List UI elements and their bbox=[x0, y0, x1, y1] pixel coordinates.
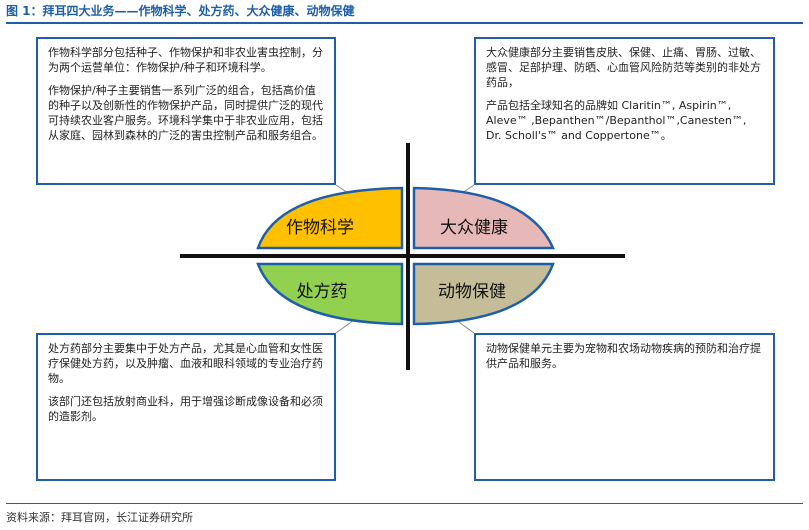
pharmaceuticals-label: 处方药 bbox=[296, 282, 348, 302]
crop-science-paragraph: 作物科学部分包括种子、作物保护和非农业害虫控制，分为两个运营单位：作物保护/种子… bbox=[48, 46, 323, 74]
consumer-health-paragraph: 产品包括全球知名的品牌如 Claritin™, Aspirin™, Aleve™… bbox=[486, 99, 747, 142]
consumer-health-label: 大众健康 bbox=[440, 218, 508, 238]
consumer-health-paragraph: 大众健康部分主要销售皮肤、保健、止痛、胃肠、过敏、感冒、足部护理、防晒、心血管风… bbox=[486, 46, 761, 89]
crop-science-description-box: 作物科学部分包括种子、作物保护和非农业害虫控制，分为两个运营单位：作物保护/种子… bbox=[36, 37, 336, 185]
footer-divider bbox=[6, 503, 803, 504]
consumer-health-shape bbox=[412, 186, 555, 250]
crop-science-label: 作物科学 bbox=[286, 218, 354, 238]
crop-science-paragraph: 作物保护/种子主要销售一系列广泛的组合，包括高价值的种子以及创新性的作物保护产品… bbox=[48, 84, 323, 142]
consumer-health-description-box: 大众健康部分主要销售皮肤、保健、止痛、胃肠、过敏、感冒、足部护理、防晒、心血管风… bbox=[474, 37, 775, 185]
source-note: 资料来源：拜耳官网，长江证券研究所 bbox=[6, 511, 193, 524]
pharmaceuticals-paragraph: 处方药部分主要集中于处方产品，尤其是心血管和女性医疗保健处方药，以及肿瘤、血液和… bbox=[48, 342, 323, 385]
pharmaceuticals-paragraph: 该部门还包括放射商业科，用于增强诊断成像设备和必须的造影剂。 bbox=[48, 395, 323, 423]
crop-science-shape bbox=[256, 186, 404, 250]
animal-health-label: 动物保健 bbox=[438, 282, 506, 302]
animal-health-paragraph: 动物保健单元主要为宠物和农场动物疾病的预防和治疗提供产品和服务。 bbox=[486, 342, 761, 370]
animal-health-shape bbox=[412, 262, 555, 326]
pharmaceuticals-shape bbox=[256, 262, 404, 326]
figure-title: 图 1：拜耳四大业务——作物科学、处方药、大众健康、动物保健 bbox=[6, 4, 355, 18]
animal-health-description-box: 动物保健单元主要为宠物和农场动物疾病的预防和治疗提供产品和服务。 bbox=[474, 333, 775, 481]
pharmaceuticals-description-box: 处方药部分主要集中于处方产品，尤其是心血管和女性医疗保健处方药，以及肿瘤、血液和… bbox=[36, 333, 336, 481]
title-divider bbox=[6, 22, 803, 24]
